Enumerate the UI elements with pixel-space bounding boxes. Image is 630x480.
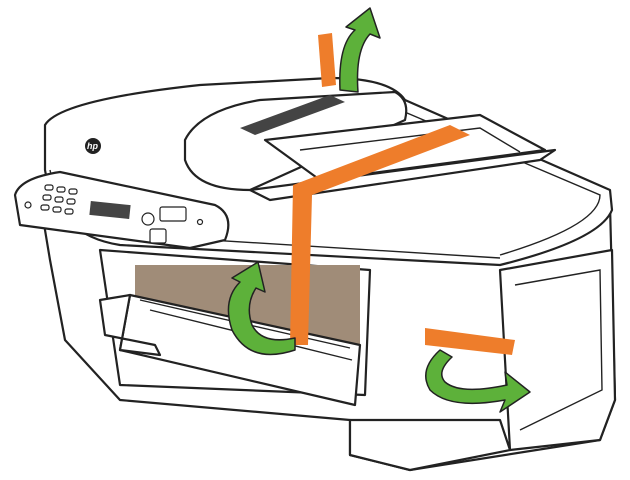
display-screen	[89, 200, 131, 220]
arrow-up-icon	[339, 7, 381, 93]
keypad-button[interactable]	[68, 188, 78, 195]
nav-button[interactable]	[141, 212, 155, 226]
keypad-button[interactable]	[40, 204, 50, 211]
packing-tape	[290, 33, 515, 355]
removal-arrows	[227, 7, 531, 413]
control-panel	[13, 170, 230, 250]
arrow-rotate-center-icon	[227, 261, 296, 356]
tape-side-piece	[425, 328, 515, 355]
keypad-button[interactable]	[64, 208, 74, 215]
keypad-button[interactable]	[42, 194, 52, 201]
indicator-button[interactable]	[196, 218, 204, 226]
keypad-button[interactable]	[44, 184, 54, 191]
tape-main-strip	[290, 125, 470, 345]
start-button[interactable]	[159, 206, 187, 222]
hp-logo: hp	[85, 138, 101, 154]
power-button[interactable]	[24, 201, 32, 209]
keypad-button[interactable]	[54, 196, 64, 203]
keypad-button[interactable]	[66, 198, 76, 205]
keypad-button[interactable]	[52, 206, 62, 213]
cancel-button[interactable]	[149, 228, 167, 244]
arrow-rotate-right-icon	[425, 349, 531, 413]
keypad-button[interactable]	[56, 186, 66, 193]
tape-top-piece	[318, 33, 336, 87]
hp-logo-text: hp	[87, 141, 98, 151]
